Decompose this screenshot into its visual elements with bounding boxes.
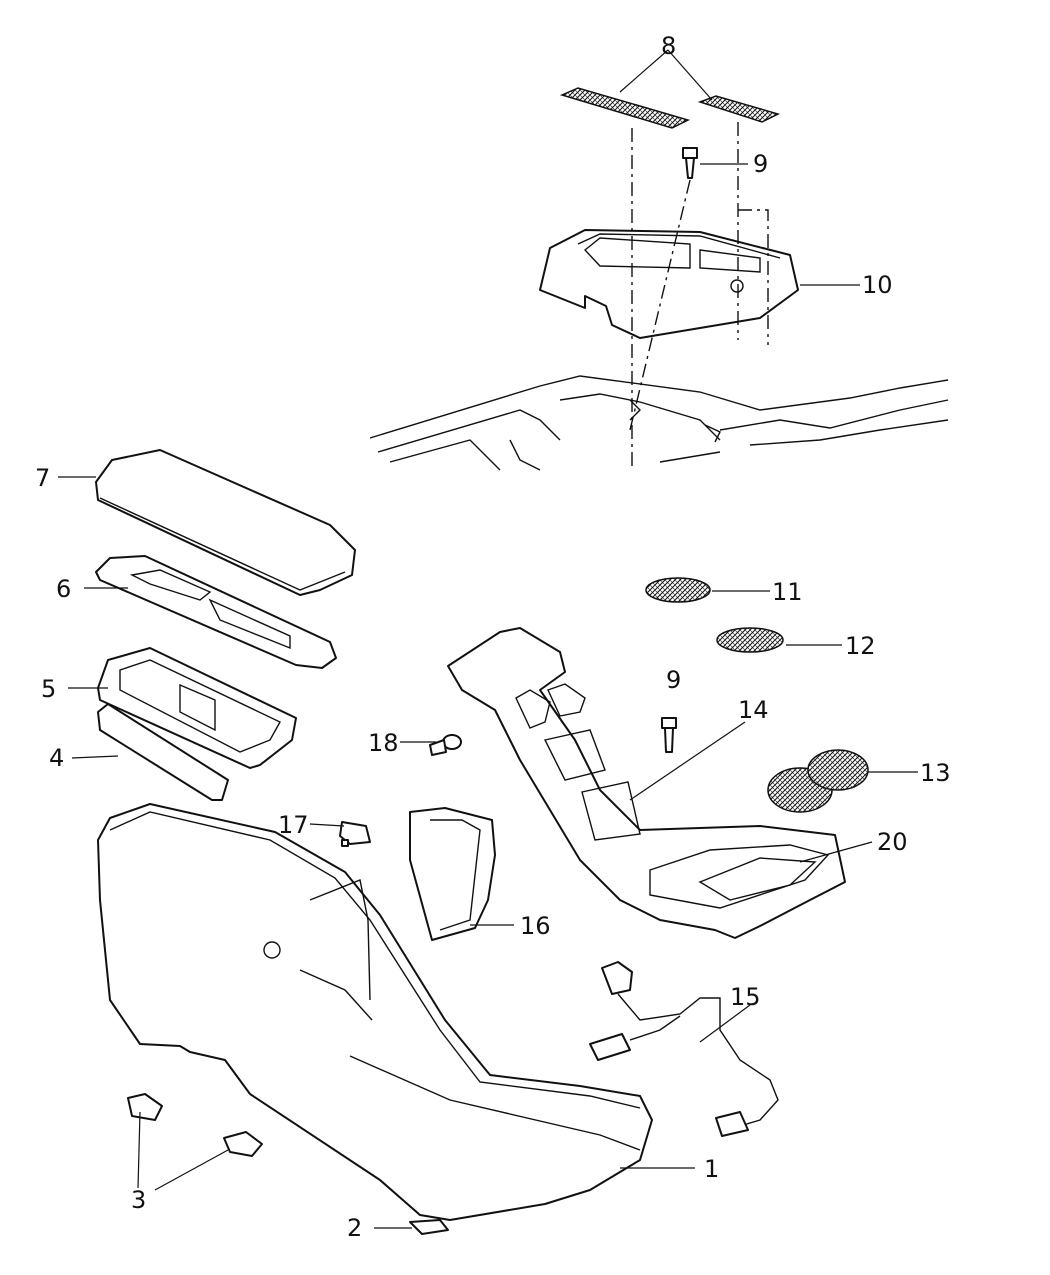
part-3-feet — [127, 1093, 263, 1157]
callout-10: 10 — [862, 271, 893, 299]
callout-9-lower: 9 — [666, 666, 681, 694]
part-7-armrest-lid — [95, 449, 356, 596]
part-17-switch — [339, 821, 371, 847]
callout-14: 14 — [738, 696, 769, 724]
callout-8: 8 — [661, 32, 676, 60]
part-9-screw-upper — [682, 147, 698, 179]
part-6-lid-panel — [95, 555, 337, 669]
part-10-rear-console-top — [539, 229, 799, 339]
callout-12: 12 — [845, 632, 876, 660]
part-1-console-body — [97, 803, 653, 1221]
part-8-grilles — [559, 87, 781, 129]
part-5-storage-tray — [97, 647, 297, 769]
assembly-lines — [629, 122, 769, 470]
floor-pan — [369, 375, 949, 471]
callout-7: 7 — [35, 464, 50, 492]
part-14-floor-console — [447, 627, 846, 939]
part-2-clip — [409, 1219, 449, 1235]
callout-2: 2 — [347, 1214, 362, 1242]
callout-1: 1 — [704, 1155, 719, 1183]
callout-3: 3 — [131, 1186, 146, 1214]
callout-labels: 1 2 3 4 5 6 7 8 9 9 10 11 12 13 14 15 16… — [35, 32, 951, 1242]
part-11-mat — [645, 577, 711, 603]
part-4-bracket — [97, 703, 229, 801]
part-16-bin — [409, 807, 496, 941]
callout-20: 20 — [877, 828, 908, 856]
leader-lines — [58, 49, 918, 1229]
part-13-mats — [767, 749, 869, 813]
callout-11: 11 — [772, 578, 803, 606]
callout-4: 4 — [49, 744, 64, 772]
part-12-mat — [716, 627, 784, 653]
callout-17: 17 — [278, 811, 309, 839]
part-15-wiring-harness — [589, 961, 779, 1137]
part-9-screw-lower — [661, 717, 677, 753]
part-18-lamp — [429, 734, 462, 756]
callout-18: 18 — [368, 729, 399, 757]
callout-13: 13 — [920, 759, 951, 787]
callout-5: 5 — [41, 675, 56, 703]
callout-6: 6 — [56, 575, 71, 603]
callout-9-upper: 9 — [753, 150, 768, 178]
callout-16: 16 — [520, 912, 551, 940]
callout-15: 15 — [730, 983, 761, 1011]
